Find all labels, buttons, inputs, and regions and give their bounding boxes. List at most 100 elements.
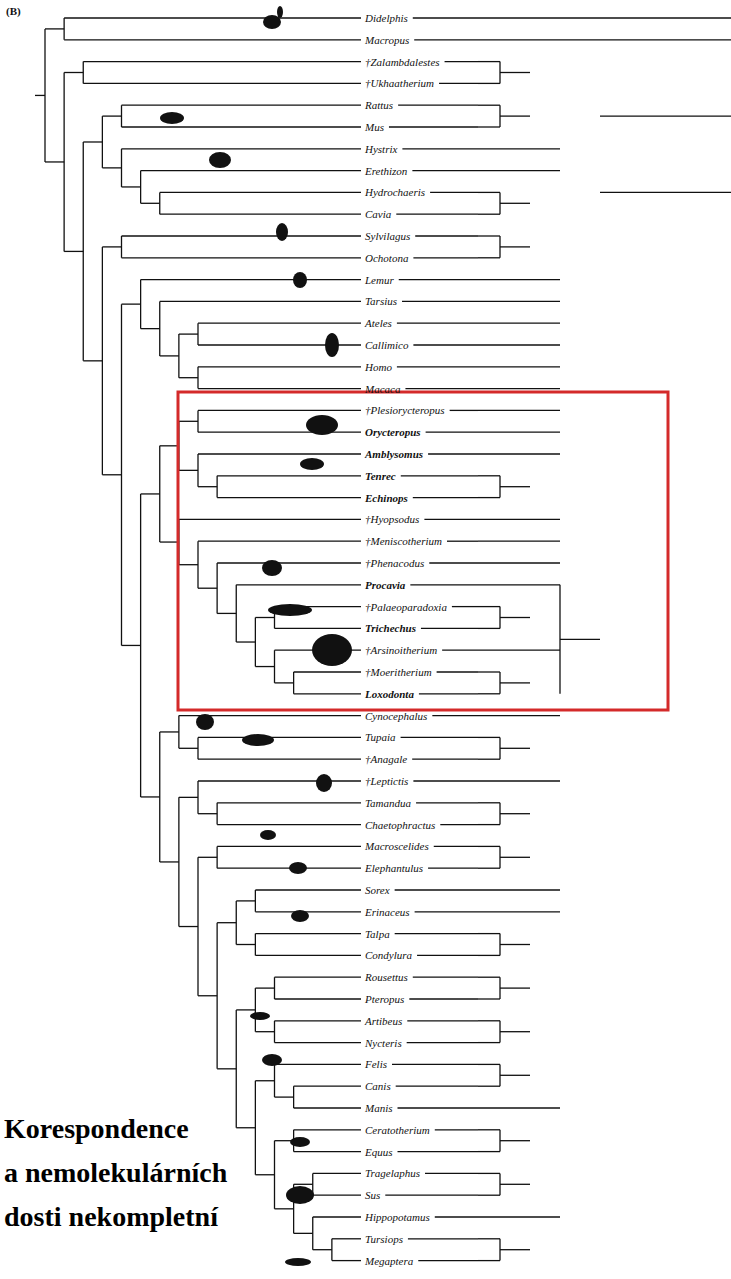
- branch-line: [122, 186, 141, 187]
- branch-line: [397, 323, 478, 324]
- taxon-name: Sus: [365, 1188, 380, 1202]
- overlay-note: Korespondence: [2, 1112, 191, 1146]
- branch-line: [478, 737, 500, 738]
- branch-line: [432, 715, 478, 716]
- branch-line: [83, 141, 102, 142]
- branch-line: [478, 911, 560, 912]
- taxon-name: Echinops: [365, 491, 408, 505]
- branch-line: [421, 628, 478, 629]
- animal-silhouette: [285, 1258, 311, 1266]
- branch-line: [255, 955, 361, 956]
- branch-line: [332, 1238, 361, 1239]
- branch-line: [478, 1086, 500, 1087]
- taxon-name: Hippopotamus: [365, 1210, 430, 1224]
- branch-line: [198, 780, 361, 781]
- taxon-name: †Arsinoitherium: [365, 643, 437, 657]
- branch-line: [440, 824, 478, 825]
- branch-line: [478, 148, 560, 149]
- branch-line: [45, 161, 64, 162]
- branch-line: [236, 584, 361, 585]
- branch-line: [478, 497, 500, 498]
- branch-line: [478, 606, 500, 607]
- branch-line: [401, 475, 478, 476]
- branch-line: [412, 170, 478, 171]
- branch-line: [478, 977, 500, 978]
- animal-silhouette: [263, 15, 281, 29]
- branch-line: [313, 1195, 361, 1196]
- branch-line: [102, 474, 121, 475]
- branch-line: [425, 1173, 478, 1174]
- branch-line: [478, 323, 560, 324]
- branch-line: [500, 1140, 530, 1141]
- branch-line: [478, 846, 500, 847]
- branch-line: [478, 693, 500, 694]
- branch-line: [217, 562, 361, 563]
- branch-line: [198, 486, 217, 487]
- branch-line: [500, 748, 530, 749]
- branch-line: [478, 715, 560, 716]
- branch-line: [275, 1096, 294, 1097]
- branch-line: [478, 889, 560, 890]
- branch-line: [141, 279, 361, 280]
- taxon-name: Rousettus: [365, 970, 408, 984]
- branch-line: [122, 257, 362, 258]
- branch-line: [83, 83, 361, 84]
- branch-line: [217, 824, 361, 825]
- branch-line: [255, 889, 361, 890]
- taxon-name: Talpa: [365, 927, 390, 941]
- branch-line: [122, 235, 362, 236]
- branch-line: [478, 1107, 560, 1108]
- branch-line: [500, 987, 530, 988]
- branch-line: [294, 1086, 361, 1087]
- branch-line: [399, 279, 478, 280]
- branch-line: [560, 639, 600, 640]
- branch-line: [478, 235, 500, 236]
- taxon-name: †Meniscotherium: [365, 534, 442, 548]
- branch-line: [179, 926, 198, 927]
- branch-line: [397, 366, 478, 367]
- branch-line: [450, 410, 478, 411]
- branch-line: [255, 1031, 274, 1032]
- branch-line: [83, 360, 102, 361]
- branch-line: [478, 759, 500, 760]
- branch-line: [426, 432, 478, 433]
- branch-line: [275, 1208, 294, 1209]
- branch-line: [294, 1107, 361, 1108]
- branch-line: [398, 105, 478, 106]
- animal-silhouette: [260, 830, 276, 840]
- taxon-name: †Zalambdalestes: [365, 55, 440, 69]
- branch-line: [445, 61, 478, 62]
- branch-line: [198, 813, 217, 814]
- branch-line: [478, 388, 560, 389]
- branch-line: [500, 1184, 530, 1185]
- taxon-name: Lemur: [365, 273, 394, 287]
- branch-line: [141, 170, 361, 171]
- animal-silhouette: [196, 714, 214, 730]
- branch-line: [179, 748, 198, 749]
- branch-line: [478, 1042, 500, 1043]
- branch-line: [255, 1174, 274, 1175]
- branch-line: [102, 115, 121, 116]
- branch-line: [179, 519, 361, 520]
- highlight-frame: [178, 392, 668, 710]
- branch-line: [198, 588, 217, 589]
- branch-line: [478, 584, 560, 585]
- branch-line: [478, 410, 560, 411]
- branch-line: [275, 977, 362, 978]
- panel-label: (B): [6, 4, 21, 18]
- branch-line: [478, 1151, 500, 1152]
- branch-line: [217, 1068, 236, 1069]
- taxon-name: †Leptictis: [365, 774, 408, 788]
- branch-line: [412, 759, 478, 760]
- branch-line: [122, 126, 362, 127]
- overlay-note: a nemolekulárních: [2, 1156, 229, 1190]
- branch-line: [500, 203, 530, 204]
- branch-line: [478, 1238, 500, 1239]
- branch-line: [478, 192, 500, 193]
- animal-silhouette: [316, 774, 332, 792]
- branch-line: [447, 541, 478, 542]
- branch-line: [198, 995, 217, 996]
- taxon-name: Amblysomus: [365, 447, 423, 461]
- branch-line: [313, 1249, 332, 1250]
- branch-line: [102, 167, 121, 168]
